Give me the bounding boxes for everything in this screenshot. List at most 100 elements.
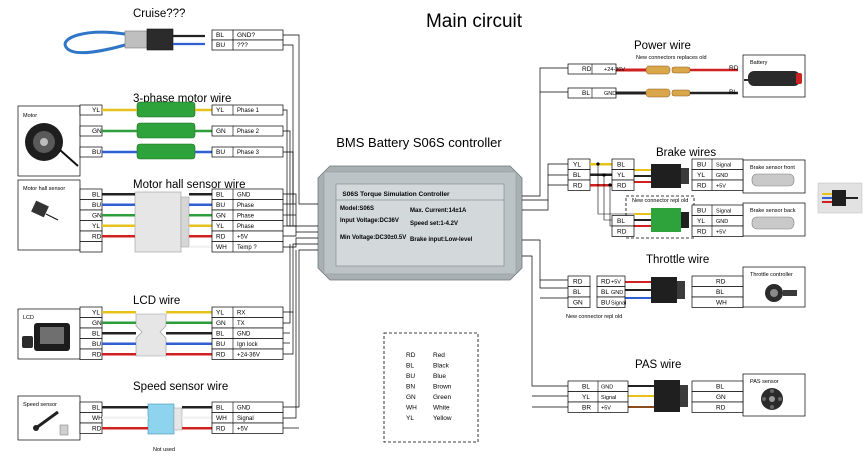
hall-signal: Phase [237, 214, 255, 220]
legend-code: BL [406, 363, 414, 370]
throttle-signal: +5V [611, 280, 621, 286]
brake-front-right-code: BU [697, 162, 706, 169]
hall-right-row [211, 241, 284, 253]
cruise-row-code: BU [216, 42, 225, 49]
pas-code: YL [582, 394, 590, 401]
legend-color-name: Blue [433, 373, 446, 380]
hall-left-cell [79, 241, 103, 253]
lcd-signal: +24-36V [237, 353, 260, 359]
brake-back-right-code: RD [697, 229, 707, 236]
cruise-row-signal: ??? [237, 42, 248, 49]
hall-signal: GND [237, 193, 251, 199]
speed-connector-icon [147, 403, 183, 435]
hall-left-code: BU [92, 202, 101, 209]
speed-box-label: Speed sensor [23, 402, 57, 408]
motor-left-code: BU [92, 149, 101, 156]
speed-heading: Speed sensor wire [133, 381, 228, 393]
controller-plate-title: S06S Torque Simulation Controller [342, 191, 450, 198]
brake-sensor-icon [751, 216, 795, 230]
brake-front-left-code: BL [617, 162, 625, 169]
brake-front-label: Brake sensor front [750, 165, 795, 171]
legend-code: BN [406, 384, 415, 391]
speed-signal: GND [237, 406, 251, 412]
brake-front-right-code: RD [697, 183, 707, 190]
throttle-left-code: BL [601, 289, 609, 296]
throttle-left-code: RD [601, 279, 611, 286]
speed-right-code: RD [216, 426, 226, 433]
controller-min-voltage: Min Voltage:DC30±0.5V [340, 235, 406, 241]
lcd-left-code: RD [92, 352, 102, 359]
brake-front-signal: Signal [716, 163, 731, 169]
pas-signal: Signal [601, 395, 616, 401]
hall-right-code: WH [216, 244, 227, 251]
motor-hub-icon [25, 123, 79, 167]
throttle-signal: GND [611, 290, 623, 296]
lcd-heading: LCD wire [133, 295, 180, 307]
hall-left-code: BL [92, 192, 100, 199]
brake-front-left-cell [611, 179, 635, 191]
speed-signal: +5V [237, 427, 248, 433]
brake-heading: Brake wires [656, 147, 716, 159]
pas-right-code: BL [716, 384, 724, 391]
hall-signal: Phase [237, 203, 255, 209]
pas-right-code: GN [716, 394, 726, 401]
hall-right-code: RD [216, 234, 226, 241]
power-code: BL [582, 90, 590, 97]
legend-color-name: Yellow [433, 415, 452, 422]
hall-left-code: GN [92, 213, 102, 220]
motor-left-code: YL [92, 107, 100, 114]
speed-right-code: WH [216, 415, 227, 422]
speed-left-code: RD [92, 426, 102, 433]
pas-disc-icon [761, 388, 783, 410]
hall-left-code: YL [92, 223, 100, 230]
lcd-display-icon [22, 323, 70, 351]
cruise-table: BL GND? BU ??? [211, 29, 284, 51]
lcd-right-code: BL [216, 331, 224, 338]
motor-right-code: BU [216, 149, 225, 156]
hall-heading: Motor hall sensor wire [133, 179, 245, 191]
hall-connector-icon [134, 191, 190, 253]
motor-right-row [211, 125, 284, 137]
brake-back-left-code: RD [617, 229, 627, 236]
lcd-signal: TX [237, 321, 245, 327]
controller-model: Model:S06S [340, 206, 374, 212]
speed-right-row [211, 422, 284, 434]
legend-code: YL [406, 415, 414, 422]
pas-code: BR [582, 405, 591, 412]
throttle-code: GN [573, 300, 583, 307]
speed-left-code: BL [92, 405, 100, 412]
legend-color-name: Brown [433, 384, 452, 391]
junction-dot [608, 183, 612, 187]
legend-color-name: Red [433, 352, 445, 359]
brake-left-code: BL [573, 172, 581, 179]
power-heading: Power wire [634, 40, 691, 52]
speed-right-code: BL [216, 405, 224, 412]
hall-signal: Temp ? [237, 245, 257, 251]
hall-right-code: GN [216, 213, 226, 220]
motor-right-code: YL [216, 107, 224, 114]
lcd-signal: GND [237, 332, 251, 338]
throttle-code: RD [573, 279, 583, 286]
brake-back-signal: GND [716, 219, 728, 225]
legend-color-name: Black [433, 363, 450, 370]
brake-front-left-code: YL [617, 172, 625, 179]
power-signal: +24-36V [604, 67, 625, 73]
brake-back-right-code: YL [697, 218, 705, 225]
controller-max-current: Max. Current:14±1A [410, 208, 467, 214]
brake-front-signal: GND [716, 173, 728, 179]
battery-pack-icon [744, 71, 802, 86]
hall-left-code: RD [92, 234, 102, 241]
lcd-right-code: BU [216, 341, 225, 348]
motor-phase-connector-icon [136, 143, 196, 160]
power-right-code: RD [729, 65, 739, 72]
brake-front-left-code: RD [617, 183, 627, 190]
throttle-right-code: BL [716, 289, 724, 296]
motor-signal: Phase 1 [237, 108, 260, 114]
throttle-code: BL [573, 289, 581, 296]
controller-input-voltage: Input Voltage:DC36V [340, 218, 399, 224]
pas-signal: GND [601, 385, 613, 391]
power-connector-icon [616, 65, 738, 98]
legend-code: GN [406, 394, 416, 401]
cruise-cable-icon [63, 28, 205, 55]
